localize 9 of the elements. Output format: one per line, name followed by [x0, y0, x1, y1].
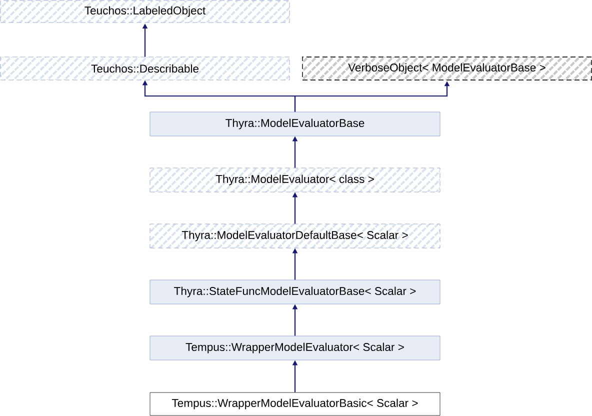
class-box: Thyra::StateFuncModelEvaluatorBase< Scalar > [150, 280, 440, 304]
class-box: Thyra::ModelEvaluatorBase [150, 112, 440, 136]
class-box: Tempus::WrapperModelEvaluator< Scalar > [150, 336, 440, 360]
class-box: Teuchos::Describable [0, 56, 290, 80]
class-box: Thyra::ModelEvaluatorDefaultBase< Scalar > [150, 224, 440, 248]
class-box: Tempus::WrapperModelEvaluatorBasic< Scalar > [150, 392, 440, 416]
class-box: VerboseObject< ModelEvaluatorBase > [302, 56, 592, 80]
class-box: Teuchos::LabeledObject [0, 0, 290, 23]
class-box: Thyra::ModelEvaluator< class > [150, 168, 440, 192]
